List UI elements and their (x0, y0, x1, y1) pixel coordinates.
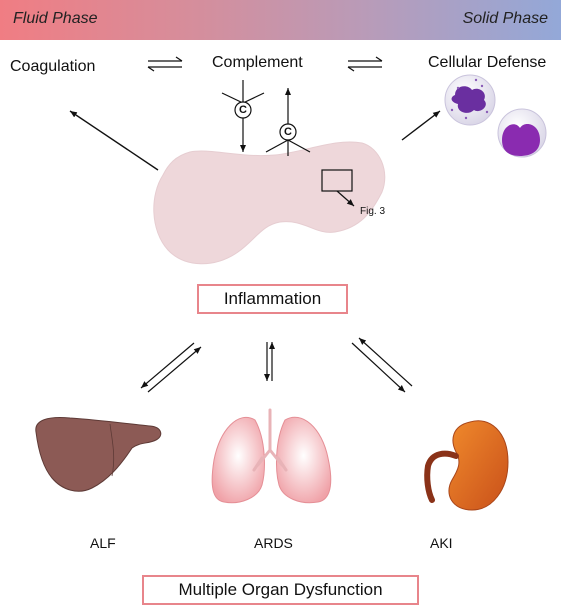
complement-marker-2: C (284, 126, 292, 138)
arrows-inflammation-aki (351, 337, 413, 393)
lungs-illustration (211, 408, 332, 504)
equilibrium-arrows-coag-complement (147, 56, 183, 72)
solid-phase-label: Solid Phase (462, 10, 548, 27)
phase-gradient-bar: Fluid Phase Solid Phase (0, 0, 561, 40)
complement-marker-1: C (239, 104, 247, 116)
fig3-label: Fig. 3 (360, 206, 386, 217)
equilibrium-arrows-complement-cellular (347, 56, 383, 72)
arrow-to-cellular-defense (401, 110, 441, 141)
inflammation-box: Inflammation (197, 284, 348, 314)
liver-illustration (35, 417, 162, 492)
pancreas-illustration (153, 141, 386, 265)
complement-symbol-down (221, 80, 265, 152)
neutrophil-cell-illustration (444, 74, 496, 126)
fluid-phase-label: Fluid Phase (13, 10, 98, 27)
monocyte-cell-illustration (497, 108, 547, 158)
arrows-inflammation-alf (140, 342, 202, 393)
ards-label: ARDS (254, 535, 293, 551)
alf-label: ALF (90, 535, 116, 551)
coagulation-label: Coagulation (10, 58, 96, 75)
arrows-inflammation-ards (264, 342, 275, 381)
complement-symbol-up (265, 88, 311, 156)
complement-label: Complement (212, 54, 303, 71)
aki-label: AKI (430, 535, 453, 551)
kidney-illustration (424, 420, 509, 511)
multiple-organ-dysfunction-box: Multiple Organ Dysfunction (142, 575, 419, 605)
cellular-defense-label: Cellular Defense (428, 54, 547, 71)
arrow-to-coagulation (69, 110, 159, 171)
